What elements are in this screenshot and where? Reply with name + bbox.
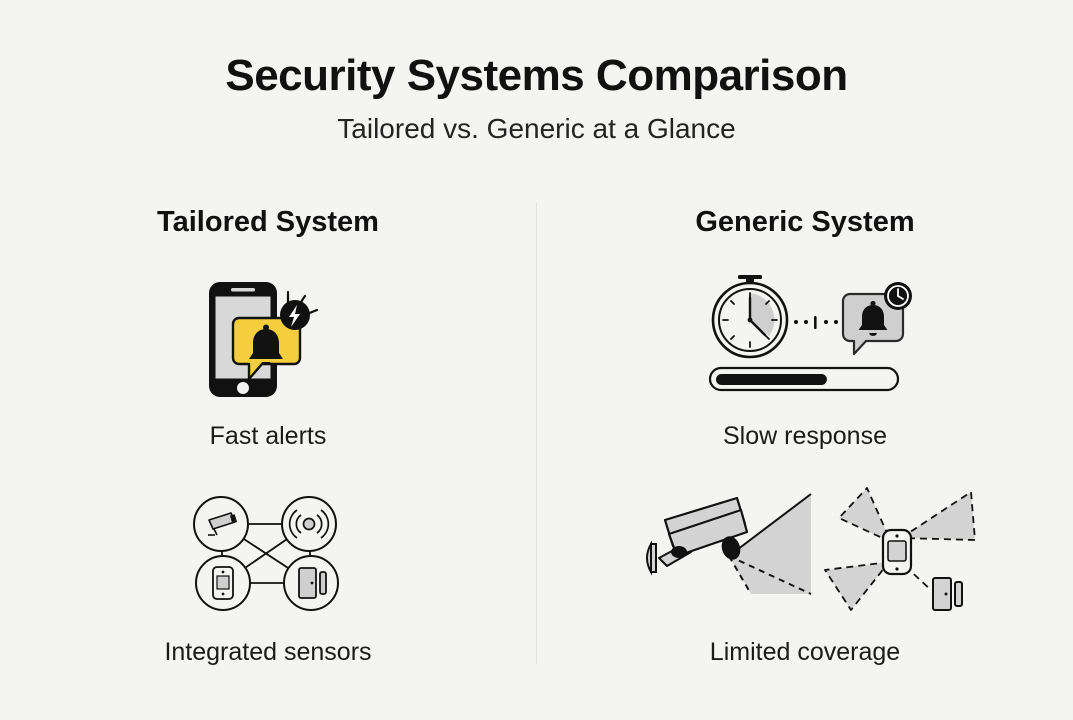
column-heading-tailored: Tailored System (157, 206, 379, 238)
cell-limited-coverage: Limited coverage (537, 483, 1073, 667)
page-subtitle: Tailored vs. Generic at a Glance (337, 113, 736, 145)
motion-node-glyph (288, 509, 329, 539)
caption-limited-coverage: Limited coverage (709, 638, 901, 666)
cell-fast-alerts: Fast alerts (0, 267, 536, 451)
column-heading-generic: Generic System (695, 206, 915, 238)
stopwatch-glyph (711, 275, 789, 359)
column-divider (536, 202, 537, 664)
cell-integrated-sensors: Integrated sensors (0, 483, 536, 667)
cell-slow-response: Slow response (537, 267, 1073, 451)
response-progress-bar (708, 366, 900, 392)
header: Security Systems Comparison Tailored vs.… (0, 51, 1073, 145)
delay-dots (794, 316, 838, 329)
caption-integrated-sensors: Integrated sensors (164, 638, 372, 666)
column-tailored: Tailored System (0, 205, 536, 675)
page-title: Security Systems Comparison (225, 51, 848, 100)
motion-coverage-glyph (823, 486, 976, 611)
limited-coverage-icon (537, 483, 1073, 623)
phone-alert-icon (0, 267, 536, 407)
delayed-alert-bubble (841, 282, 912, 356)
caption-slow-response: Slow response (723, 422, 887, 450)
clock-delay-icon (537, 267, 1073, 407)
column-generic: Generic System (537, 205, 1073, 675)
camera-coverage-glyph (645, 492, 812, 595)
caption-fast-alerts: Fast alerts (209, 422, 327, 450)
keypad-node-glyph (211, 566, 234, 600)
door-sensor-node-glyph (297, 567, 327, 599)
camera-node-glyph (207, 512, 237, 536)
sensor-network-icon (0, 483, 536, 623)
